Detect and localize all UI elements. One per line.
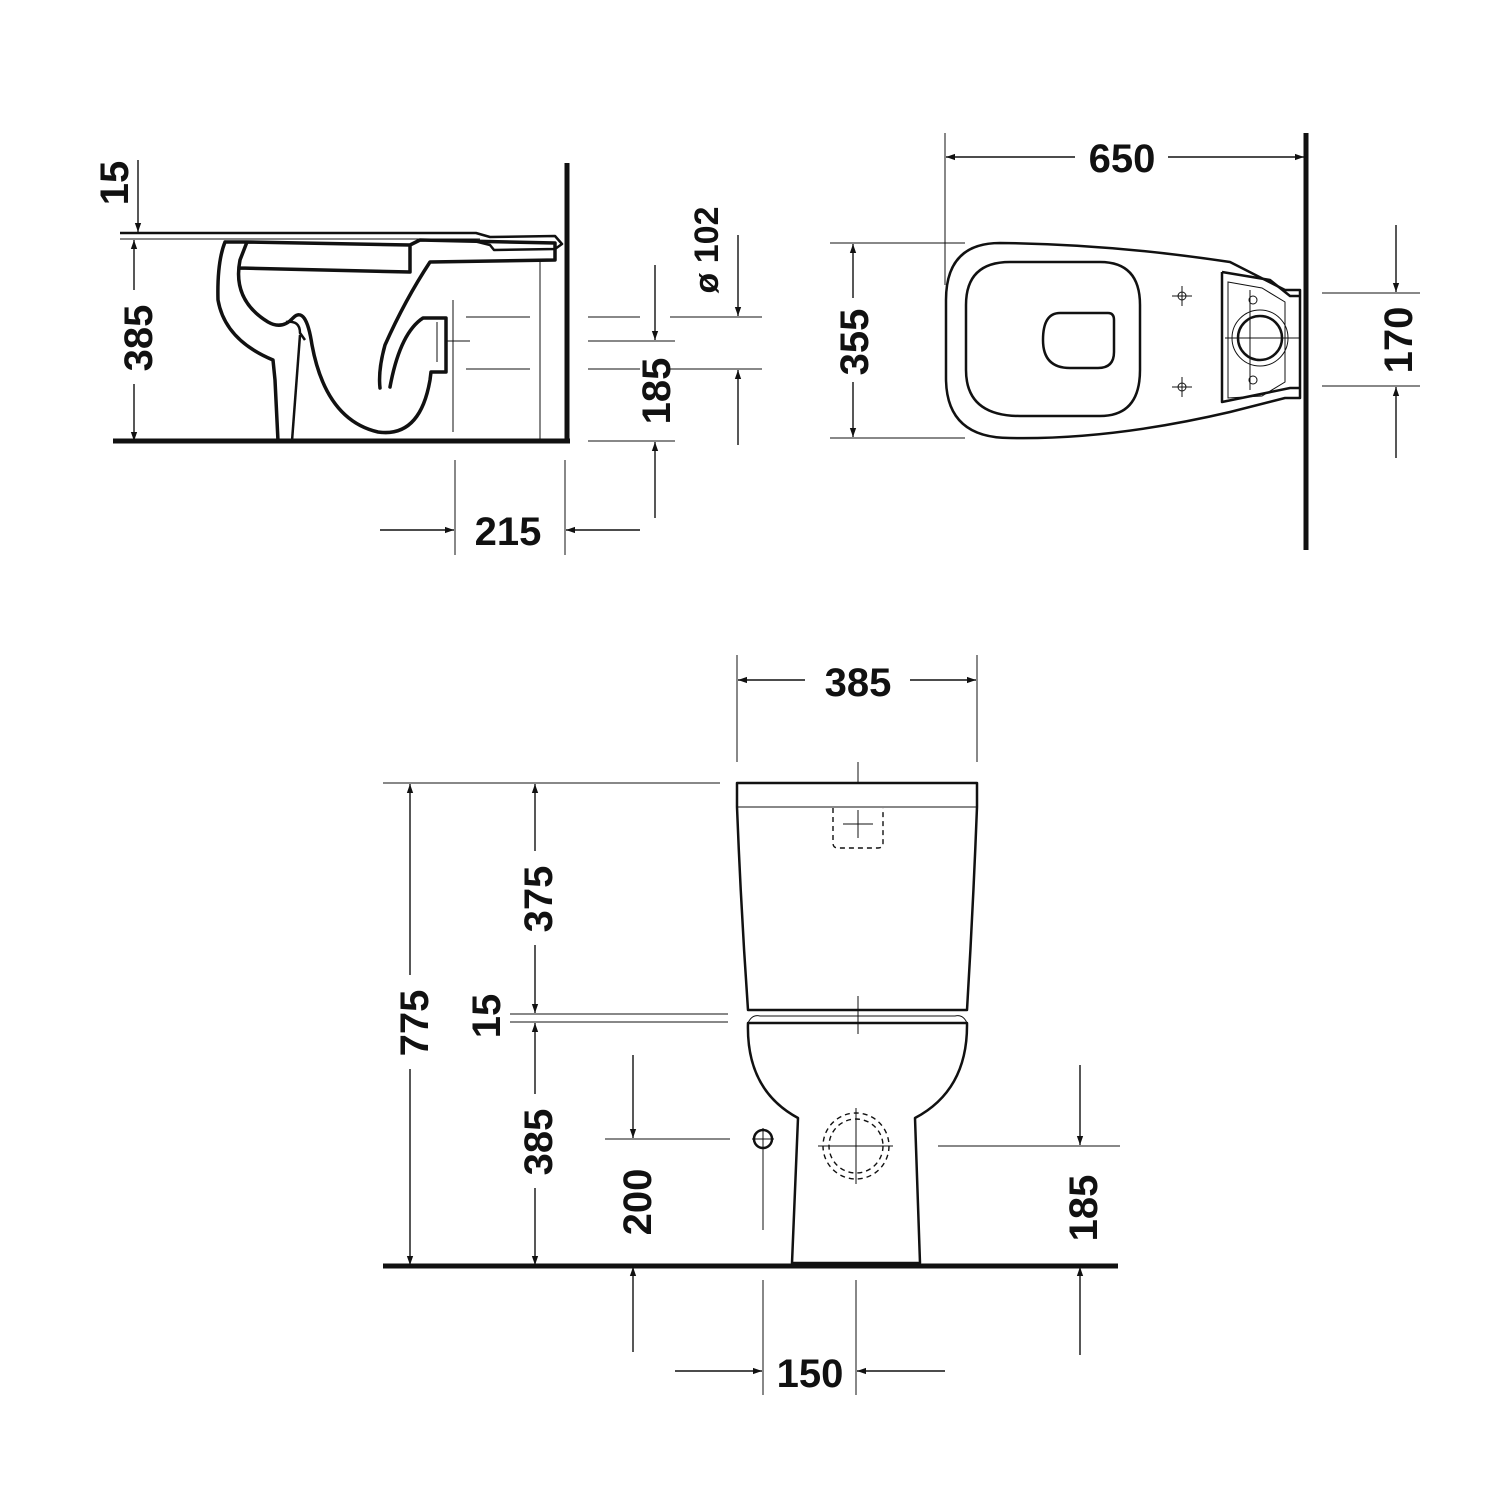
flush-button: [832, 808, 884, 849]
front-dim-total-height: 775: [393, 990, 437, 1057]
front-dim-gap: 15: [465, 994, 509, 1039]
top-bowl-outline: [944, 241, 1302, 440]
side-view: 15 385 215 185 ø 102: [93, 160, 762, 555]
top-dim-length: 650: [1089, 137, 1156, 181]
top-water-area: [1041, 311, 1116, 370]
front-dim-water-inlet-height: 200: [616, 1169, 660, 1236]
top-dim-tank-width: 170: [1377, 307, 1421, 374]
top-view: 650 355 170: [830, 133, 1421, 550]
fixing-hole-icon: [1172, 377, 1192, 397]
side-bowl-outline: [216, 238, 557, 443]
front-dim-outlet-height: 185: [1062, 1175, 1106, 1242]
side-dim-outlet-height: 185: [635, 358, 679, 425]
front-dim-width: 385: [825, 661, 892, 705]
front-bowl: [746, 1021, 969, 1265]
top-dim-width: 355: [833, 309, 877, 376]
side-dim-seat-gap: 15: [93, 161, 137, 206]
water-inlet-icon: [752, 1128, 774, 1150]
side-dim-outlet-diameter: ø 102: [688, 207, 726, 294]
side-dim-seat-height: 385: [117, 305, 161, 372]
front-view: 385 775 375 15 385 200 185 150: [383, 655, 1120, 1396]
front-dim-inlet-offset: 150: [777, 1352, 844, 1396]
side-seat-lid: [120, 231, 564, 252]
front-dim-seat-height: 385: [517, 1109, 561, 1176]
fixing-hole-icon: [1172, 286, 1192, 306]
front-tank: [735, 781, 979, 1012]
top-bowl-inner-rim: [964, 260, 1142, 418]
side-dim-outlet-depth: 215: [475, 510, 542, 554]
front-dim-tank-height: 375: [517, 866, 561, 933]
